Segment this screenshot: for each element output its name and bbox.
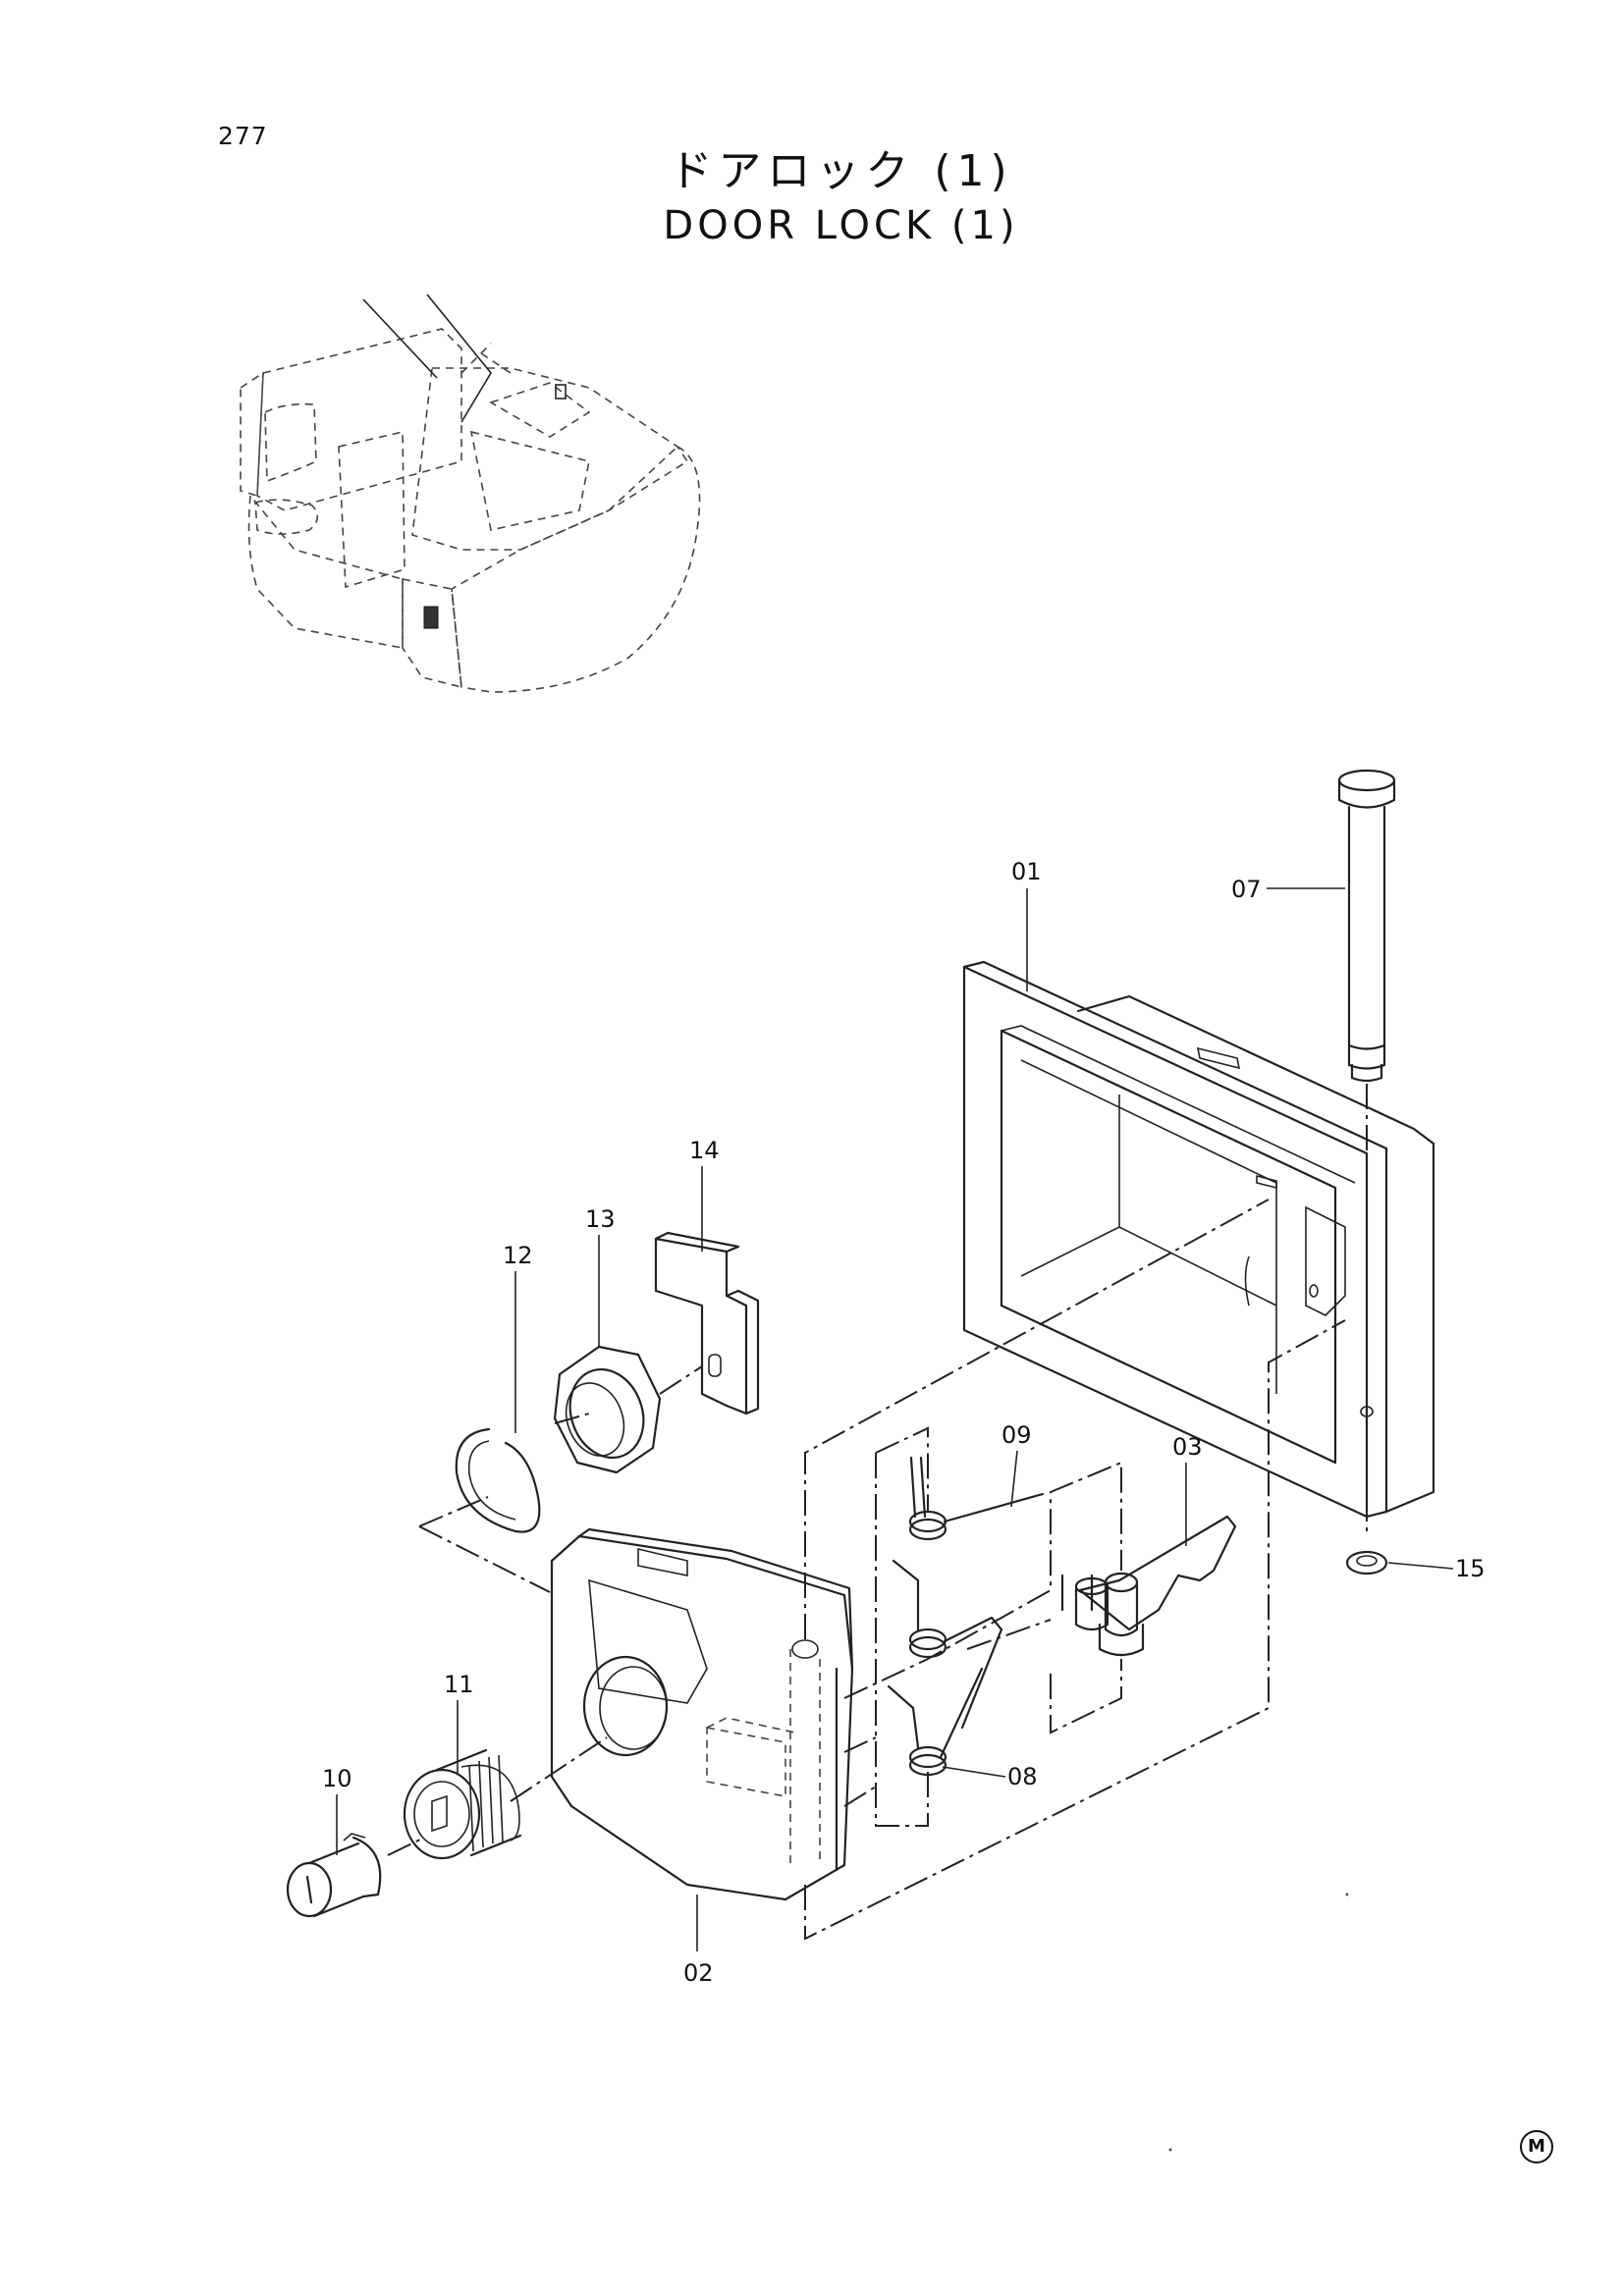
part-02-lock-body [550,1527,854,1901]
callout-labels: 01 07 14 13 12 09 03 15 08 11 10 02 [322,858,1486,1987]
callout-11: 11 [444,1671,474,1698]
title-block: ドアロック (1) DOOR LOCK (1) [0,145,1623,253]
part-middle-spring [892,1559,1003,1730]
assembly-centerlines [387,1199,1346,1941]
callout-15: 15 [1455,1555,1486,1582]
part-08-spring [887,1667,984,1777]
page-number: 277 [218,122,268,150]
page-title-japanese: ドアロック (1) [669,146,1013,196]
callout-14: 14 [689,1137,720,1164]
callout-12: 12 [503,1242,533,1269]
callout-02: 02 [683,1959,714,1987]
part-11-cylinder-housing [403,1748,522,1860]
callout-08: 08 [1007,1763,1038,1790]
part-09-spring [908,1456,1045,1541]
part-10-key-cylinder [286,1833,382,1918]
excavator-location-thumbnail [240,294,701,693]
callout-10: 10 [322,1765,352,1792]
corner-mark: M [1520,2130,1553,2163]
part-03-latch [1060,1515,1237,1657]
callout-09: 09 [1001,1421,1032,1449]
callout-01: 01 [1011,858,1042,885]
part-12-retaining-ring [455,1427,541,1533]
page-title-english: DOOR LOCK (1) [663,203,1019,248]
part-14-plate [654,1231,760,1415]
callout-07: 07 [1231,876,1262,903]
part-01-housing [962,960,1435,1519]
callout-13: 13 [585,1205,616,1233]
part-15-snap-ring [1345,1550,1388,1575]
callout-03: 03 [1172,1433,1203,1461]
part-13-nut [553,1345,662,1474]
leader-lines [336,887,1454,1951]
